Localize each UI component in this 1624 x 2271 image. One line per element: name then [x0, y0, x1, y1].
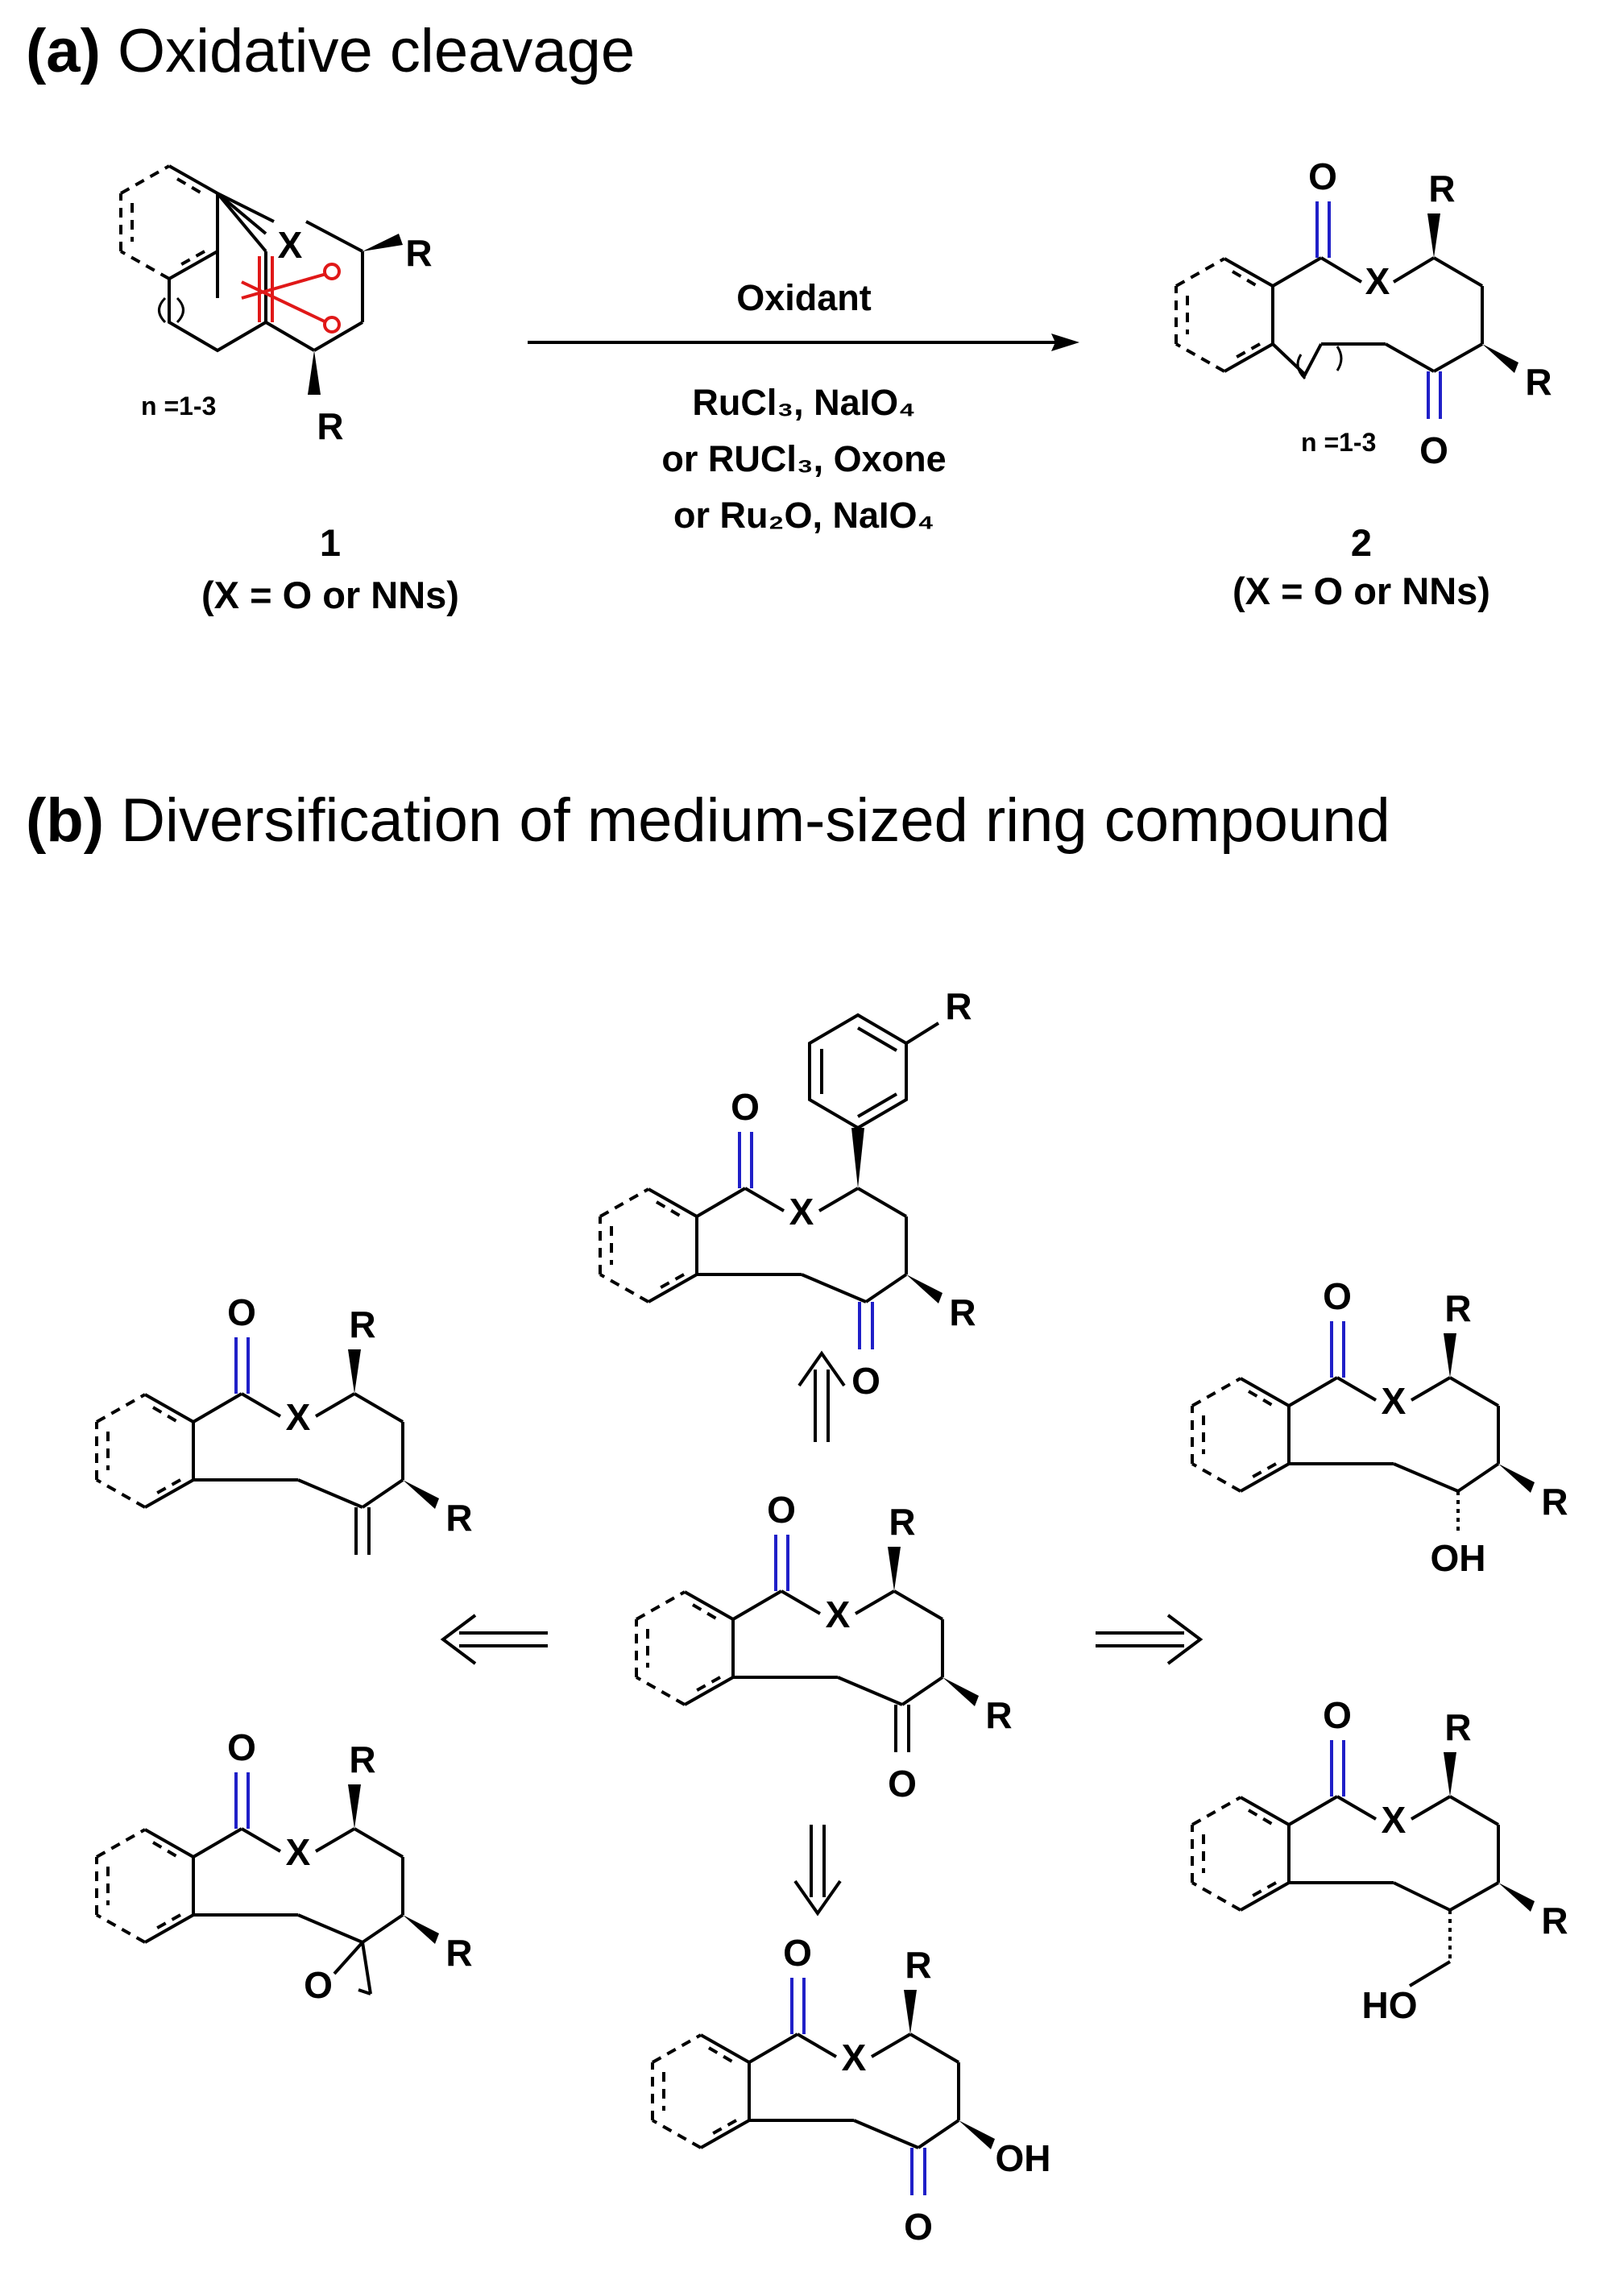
atom-r: R — [1541, 1481, 1568, 1523]
condition-line-2: or RUCl₃, Oxone — [661, 438, 946, 479]
atom-ho: HO — [1362, 1984, 1418, 2026]
atom-x: X — [1382, 1380, 1406, 1422]
atom-o: O — [227, 1291, 256, 1333]
product-n-label: n =1-3 — [1301, 428, 1376, 457]
hydroxymethyl-derivative-structure: O X R R HO — [1191, 1694, 1568, 2026]
atom-r: R — [445, 1932, 472, 1974]
panel-a-title-text: Oxidative cleavage — [118, 17, 636, 85]
atom-o: O — [1308, 155, 1337, 197]
atom-r: R — [905, 1944, 931, 1986]
panel-a-letter: (a) — [26, 17, 101, 85]
product-number: 2 — [1351, 521, 1372, 564]
arrow-up — [798, 1350, 846, 1442]
atom-x: X — [1382, 1799, 1406, 1841]
atom-x: X — [789, 1191, 814, 1233]
product-2-structure: O X R R O n =1-3 — [1174, 155, 1552, 471]
panel-b-title-text: Diversification of medium-sized ring com… — [121, 786, 1390, 855]
atom-x: X — [286, 1831, 311, 1873]
panel-b-letter: (b) — [26, 786, 105, 855]
hydroxy-ketone-structure: O X R OH O — [651, 1932, 1051, 2248]
atom-r: R — [349, 1303, 375, 1345]
atom-o: O — [1323, 1694, 1352, 1736]
atom-r: R — [889, 1501, 915, 1543]
atom-o: O — [304, 1964, 333, 2006]
atom-x: X — [286, 1396, 311, 1438]
atom-o: O — [888, 1763, 917, 1805]
alcohol-derivative-structure: O X R R OH — [1191, 1275, 1568, 1579]
atom-r: R — [1541, 1900, 1568, 1942]
atom-x: X — [826, 1593, 851, 1635]
atom-oh: OH — [996, 2137, 1051, 2179]
panel-a-title: (a) Oxidative cleavage — [26, 16, 635, 86]
atom-r: R — [317, 405, 343, 447]
aryl-derivative-structure: O X R R O — [599, 985, 976, 1402]
atom-r: R — [405, 232, 432, 274]
atom-r: R — [349, 1738, 375, 1780]
atom-o: O — [731, 1086, 760, 1128]
atom-o: O — [1419, 429, 1448, 471]
atom-o: O — [767, 1489, 796, 1531]
oxidant-label: Oxidant — [736, 277, 872, 318]
atom-r: R — [1428, 168, 1455, 209]
atom-x: X — [842, 2037, 867, 2078]
reactant-1-structure: X R R n =1-3 — [119, 164, 433, 447]
atom-r: R — [445, 1497, 472, 1539]
atom-r: R — [985, 1694, 1012, 1736]
reaction-arrow — [528, 334, 1079, 351]
methylene-derivative-structure: O X R R — [95, 1291, 473, 1555]
condition-line-3: or Ru₂O, NaIO₄ — [673, 495, 934, 536]
reactant-number: 1 — [320, 521, 341, 564]
central-ketone-structure: O X R R O — [635, 1489, 1013, 1805]
atom-o: O — [851, 1360, 880, 1402]
arrow-down — [793, 1825, 842, 1917]
atom-r: R — [1444, 1706, 1471, 1748]
arrow-left — [440, 1614, 548, 1665]
atom-r: R — [1525, 361, 1552, 403]
arrow-right — [1096, 1614, 1204, 1665]
reactant-n-label: n =1-3 — [141, 392, 216, 421]
epoxide-derivative-structure: O X R R O — [95, 1726, 473, 2006]
atom-o: O — [783, 1932, 812, 1974]
atom-x: X — [1365, 260, 1390, 302]
atom-r: R — [1444, 1287, 1471, 1329]
panel-b-title: (b) Diversification of medium-sized ring… — [26, 785, 1390, 856]
atom-oh: OH — [1431, 1537, 1486, 1579]
atom-x: X — [278, 224, 303, 266]
atom-o: O — [904, 2206, 933, 2248]
atom-o: O — [1323, 1275, 1352, 1317]
atom-r: R — [945, 985, 972, 1027]
atom-o: O — [227, 1726, 256, 1768]
condition-line-1: RuCl₃, NaIO₄ — [692, 382, 915, 423]
atom-r: R — [949, 1291, 976, 1333]
reactant-caption: (X = O or NNs) — [201, 574, 459, 616]
product-caption: (X = O or NNs) — [1232, 570, 1490, 612]
